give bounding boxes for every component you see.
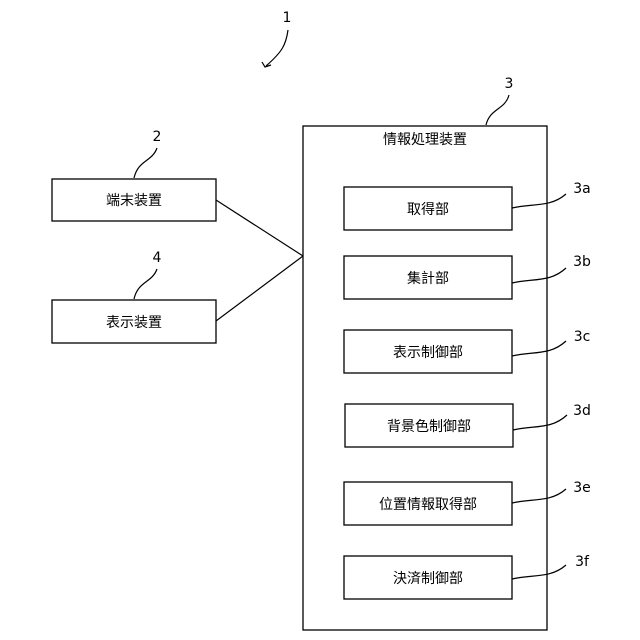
terminal-connection-line <box>216 200 303 256</box>
unit-3b-label: 集計部 <box>407 270 449 287</box>
processor-ref-label: 3 <box>505 76 514 92</box>
figure-ref-arrow-line <box>266 30 288 66</box>
terminal-ref-leader <box>134 148 157 178</box>
processor-ref-leader <box>486 95 509 125</box>
display-connection-line <box>216 256 303 321</box>
unit-3a-label: 取得部 <box>407 201 449 218</box>
terminal-device-label: 端末装置 <box>106 193 162 209</box>
unit-3f-ref: 3f <box>575 554 590 570</box>
display-ref-label: 4 <box>153 250 162 266</box>
unit-3a-ref: 3a <box>573 181 591 197</box>
unit-3f-label: 決済制御部 <box>393 571 463 587</box>
unit-3d-ref: 3d <box>573 403 591 419</box>
display-ref-leader <box>134 269 157 299</box>
processor-title: 情報処理装置 <box>383 132 467 148</box>
display-device-label: 表示装置 <box>106 315 162 331</box>
unit-3c-ref: 3c <box>574 329 591 345</box>
unit-3c-label: 表示制御部 <box>393 345 463 361</box>
figure-ref-label: 1 <box>283 10 292 26</box>
unit-3e-label: 位置情報取得部 <box>379 496 477 513</box>
terminal-ref-label: 2 <box>153 129 162 145</box>
unit-3d-label: 背景色制御部 <box>387 418 471 435</box>
unit-3e-ref: 3e <box>573 480 591 496</box>
unit-3b-ref: 3b <box>573 254 591 270</box>
